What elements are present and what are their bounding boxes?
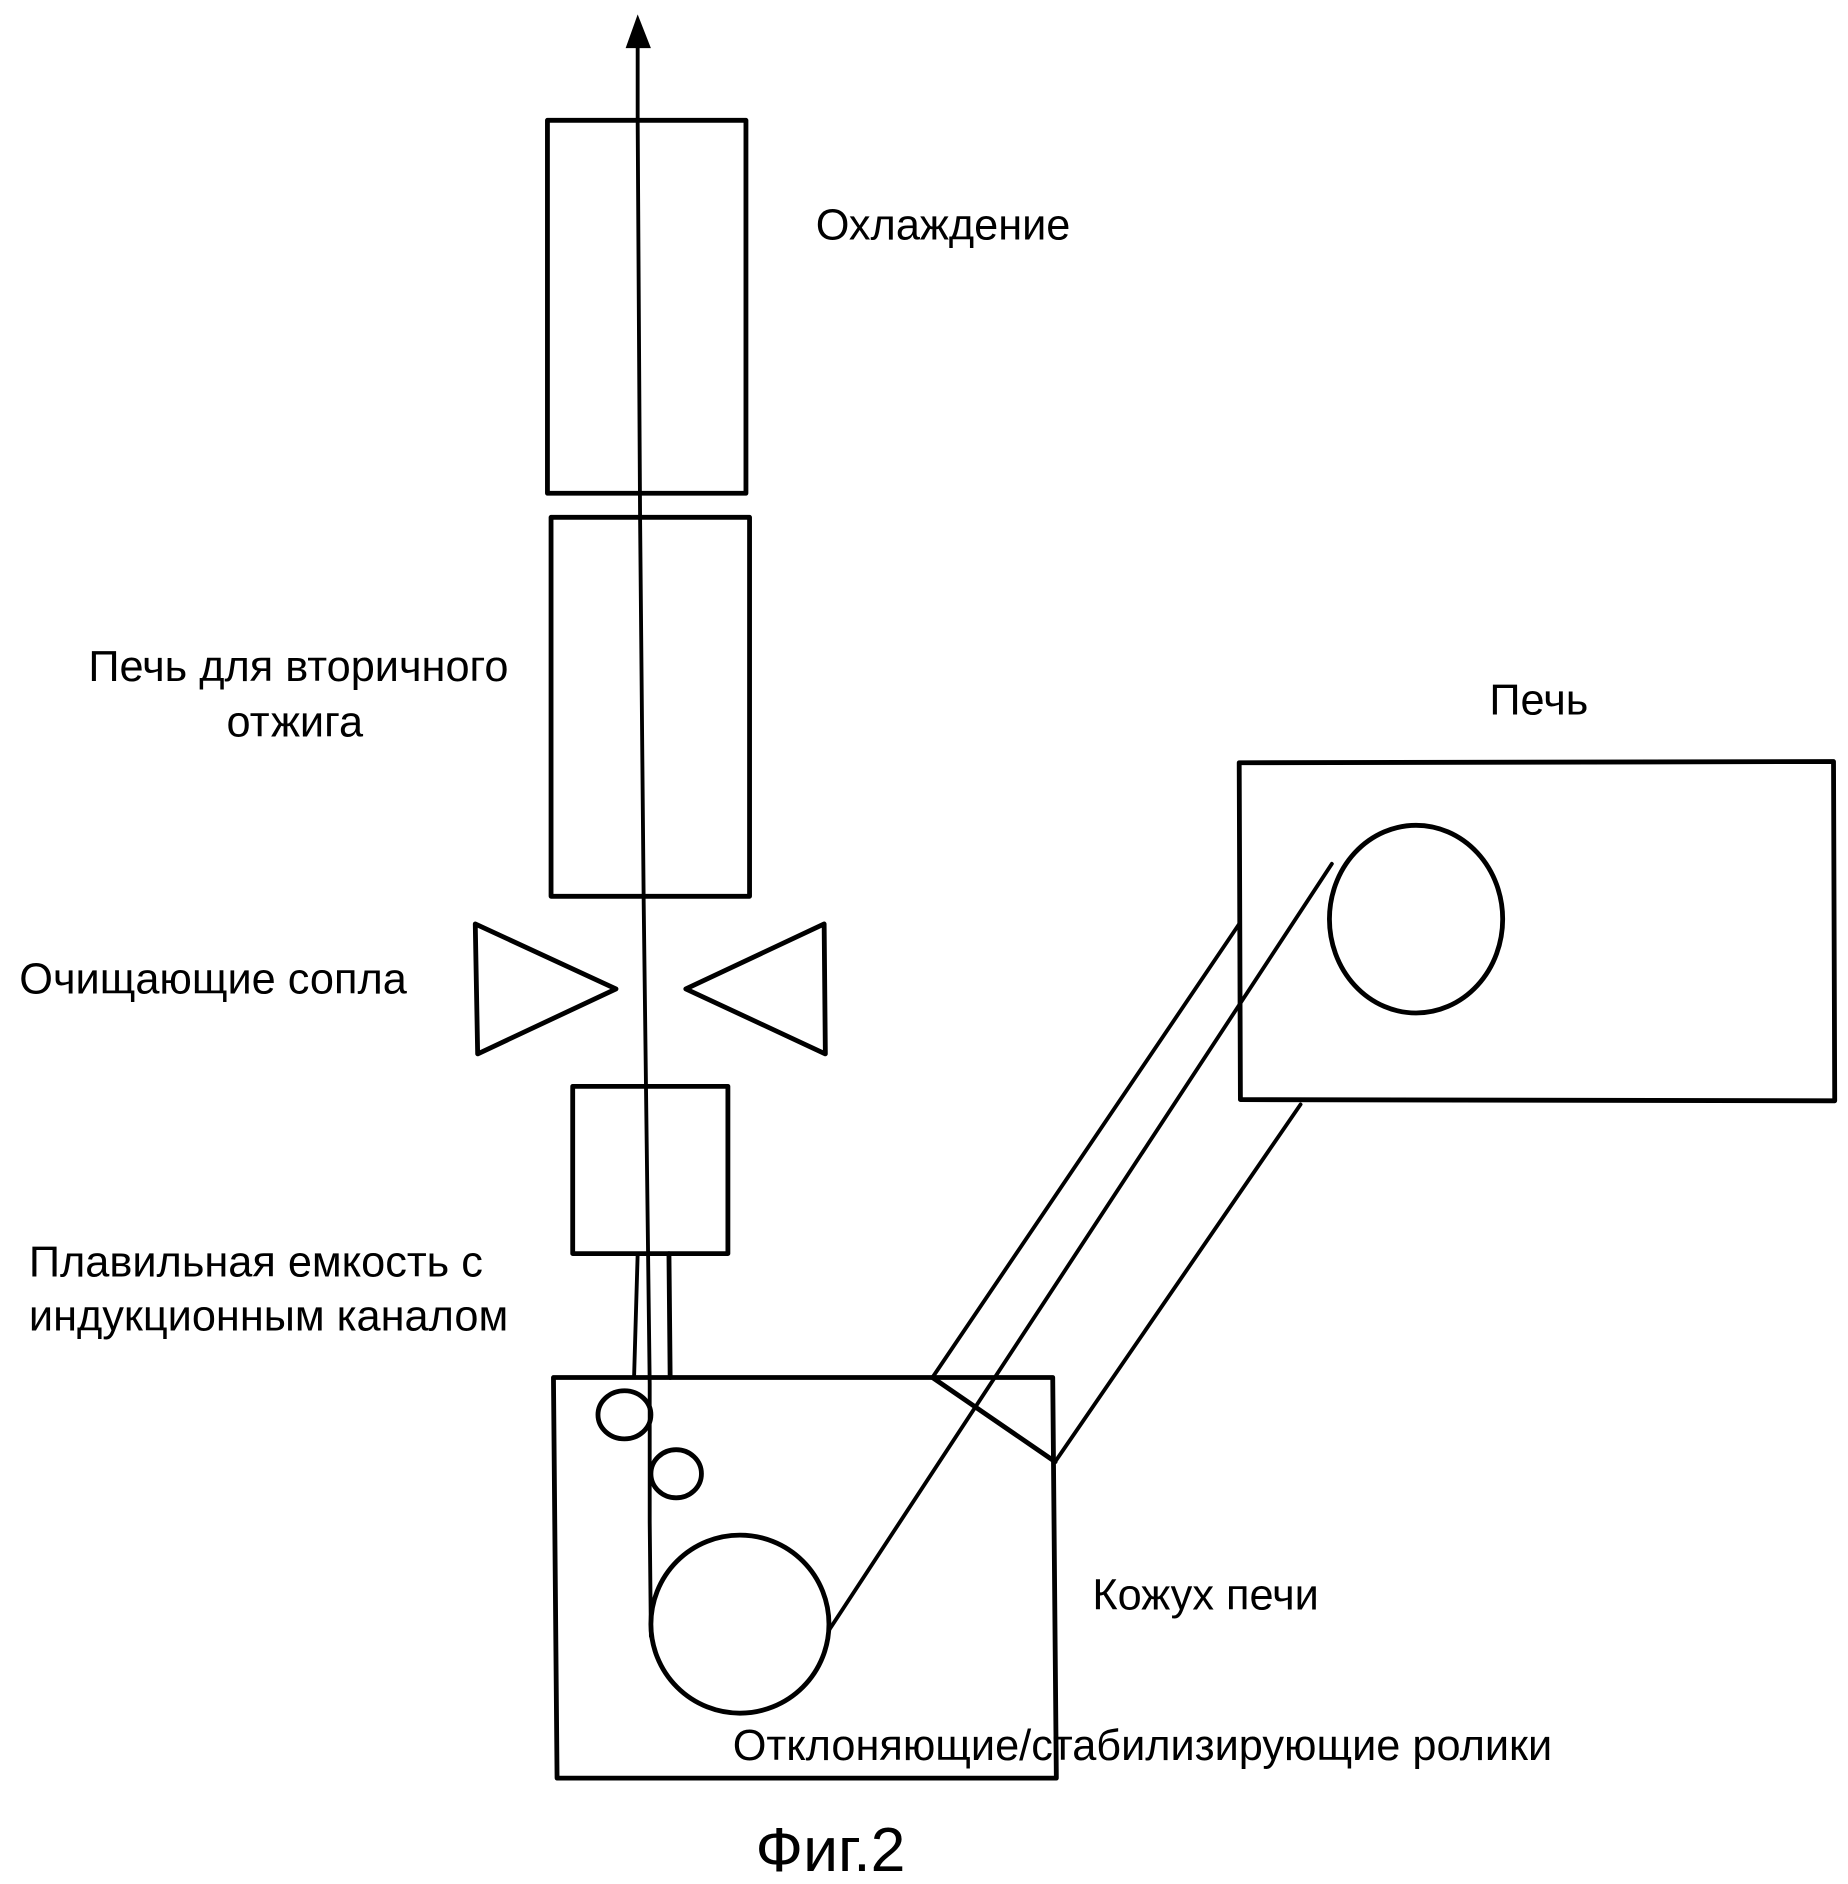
secondary-annealing-furnace-box (548, 514, 752, 899)
label-secondary-annealing-1: Печь для вторичного (88, 643, 508, 691)
connection-line-lower (1053, 1102, 1303, 1464)
melt-vessel-box (570, 1083, 731, 1256)
furnace-box (1236, 759, 1838, 1104)
label-cleaning-nozzles: Очищающие сопла (19, 956, 407, 1004)
connection-line-outer (930, 922, 1242, 1380)
flow-arrow-head (625, 14, 651, 49)
label-melt-vessel-1: Плавильная емкость с (29, 1238, 483, 1286)
label-furnace-housing: Кожух печи (1092, 1572, 1318, 1620)
right-nozzle (683, 921, 828, 1057)
cooling-box (545, 117, 749, 496)
furnace-roller (1327, 822, 1506, 1016)
deflecting-roller (648, 1532, 832, 1716)
figure-caption: Фиг.2 (756, 1815, 906, 1884)
label-melt-vessel-2: индукционным каналом (29, 1293, 508, 1341)
left-nozzle (472, 921, 619, 1057)
connection-line-diagonal (930, 1375, 1058, 1465)
label-cooling: Охлаждение (816, 201, 1071, 249)
label-secondary-annealing-2: отжига (227, 698, 364, 746)
channel-line-left (632, 1251, 640, 1380)
furnace-housing-box (551, 1375, 1059, 1781)
strand-line (635, 40, 653, 1639)
label-furnace: Печь (1489, 677, 1588, 725)
connection-line-strand (827, 861, 1334, 1633)
upper-stabilizing-roller (595, 1388, 654, 1442)
channel-line-right (666, 1251, 673, 1380)
label-rollers: Отклоняющие/стабилизирующие ролики (733, 1722, 1552, 1770)
lower-stabilizing-roller (648, 1447, 704, 1501)
